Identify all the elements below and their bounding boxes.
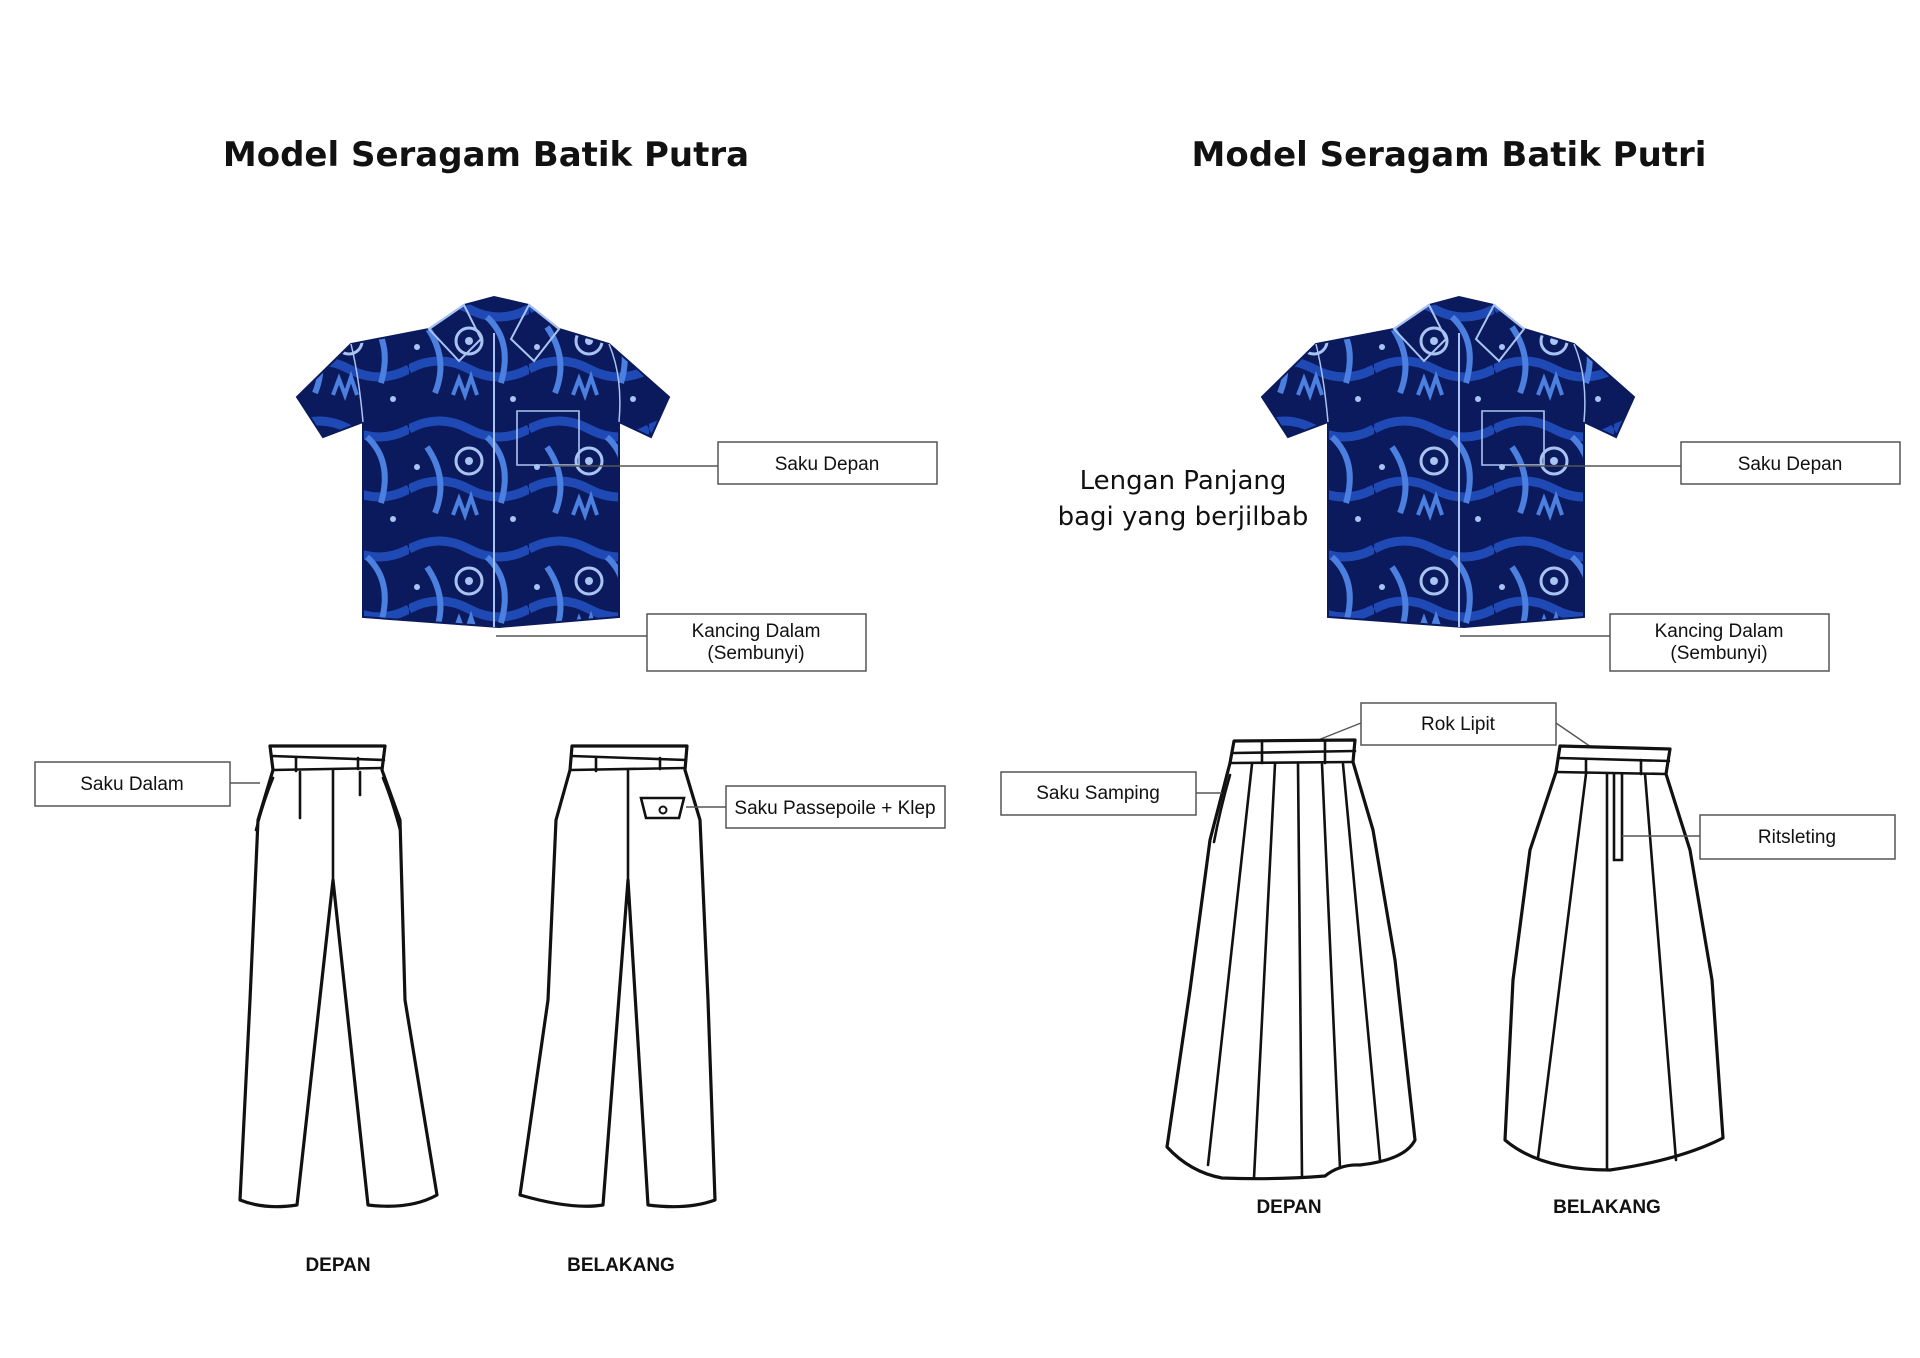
putri-kancing-box bbox=[1609, 613, 1830, 672]
putri-saku-samping-label: Saku Samping bbox=[1036, 783, 1160, 804]
putra-passepoile-box bbox=[725, 785, 946, 829]
putri-rok-lipit-label: Rok Lipit bbox=[1421, 714, 1496, 735]
putri-shirt bbox=[1261, 296, 1635, 628]
putri-skirt-front bbox=[1165, 738, 1417, 1181]
putri-view-front: DEPAN bbox=[1256, 1197, 1321, 1218]
putra-kancing-box bbox=[646, 613, 867, 672]
putra-saku-depan-label: Saku Depan bbox=[775, 454, 880, 475]
putri-title: Model Seragam Batik Putri bbox=[1192, 135, 1707, 175]
putra-kancing-label-1: Kancing Dalam bbox=[692, 621, 821, 642]
putri-view-back: BELAKANG bbox=[1553, 1197, 1661, 1218]
putra-section: Model Seragam Batik Putra Saku Depan Kan… bbox=[34, 135, 946, 1276]
putra-passepoile-label: Saku Passepoile + Klep bbox=[734, 798, 935, 819]
putra-view-front: DEPAN bbox=[305, 1255, 370, 1276]
putra-kancing-label-2: (Sembunyi) bbox=[707, 643, 804, 664]
putra-saku-dalam-box bbox=[34, 761, 231, 807]
putri-saku-depan-label: Saku Depan bbox=[1738, 454, 1843, 475]
putra-trousers-back bbox=[518, 744, 717, 1209]
putri-rok-lipit-box bbox=[1360, 702, 1557, 746]
putra-saku-depan-box bbox=[717, 441, 938, 485]
putri-kancing-label-2: (Sembunyi) bbox=[1670, 643, 1767, 664]
putri-ritsleting-box bbox=[1699, 814, 1896, 860]
putri-saku-depan-box bbox=[1680, 441, 1901, 485]
putri-saku-samping-box bbox=[1000, 771, 1197, 816]
putra-saku-dalam-label: Saku Dalam bbox=[80, 774, 184, 795]
putri-skirt-back bbox=[1503, 744, 1725, 1172]
putri-ritsleting-label: Ritsleting bbox=[1758, 827, 1836, 848]
putra-shirt bbox=[296, 296, 670, 628]
putra-title: Model Seragam Batik Putra bbox=[223, 135, 749, 175]
putra-view-back: BELAKANG bbox=[567, 1255, 675, 1276]
putra-trousers-front bbox=[238, 744, 439, 1209]
putri-note-line-1: Lengan Panjang bbox=[1080, 466, 1287, 496]
putri-kancing-label-1: Kancing Dalam bbox=[1655, 621, 1784, 642]
putri-section: Model Seragam Batik Putri Lengan Panjang… bbox=[1000, 135, 1901, 1218]
putri-note-line-2: bagi yang berjilbab bbox=[1058, 502, 1309, 532]
